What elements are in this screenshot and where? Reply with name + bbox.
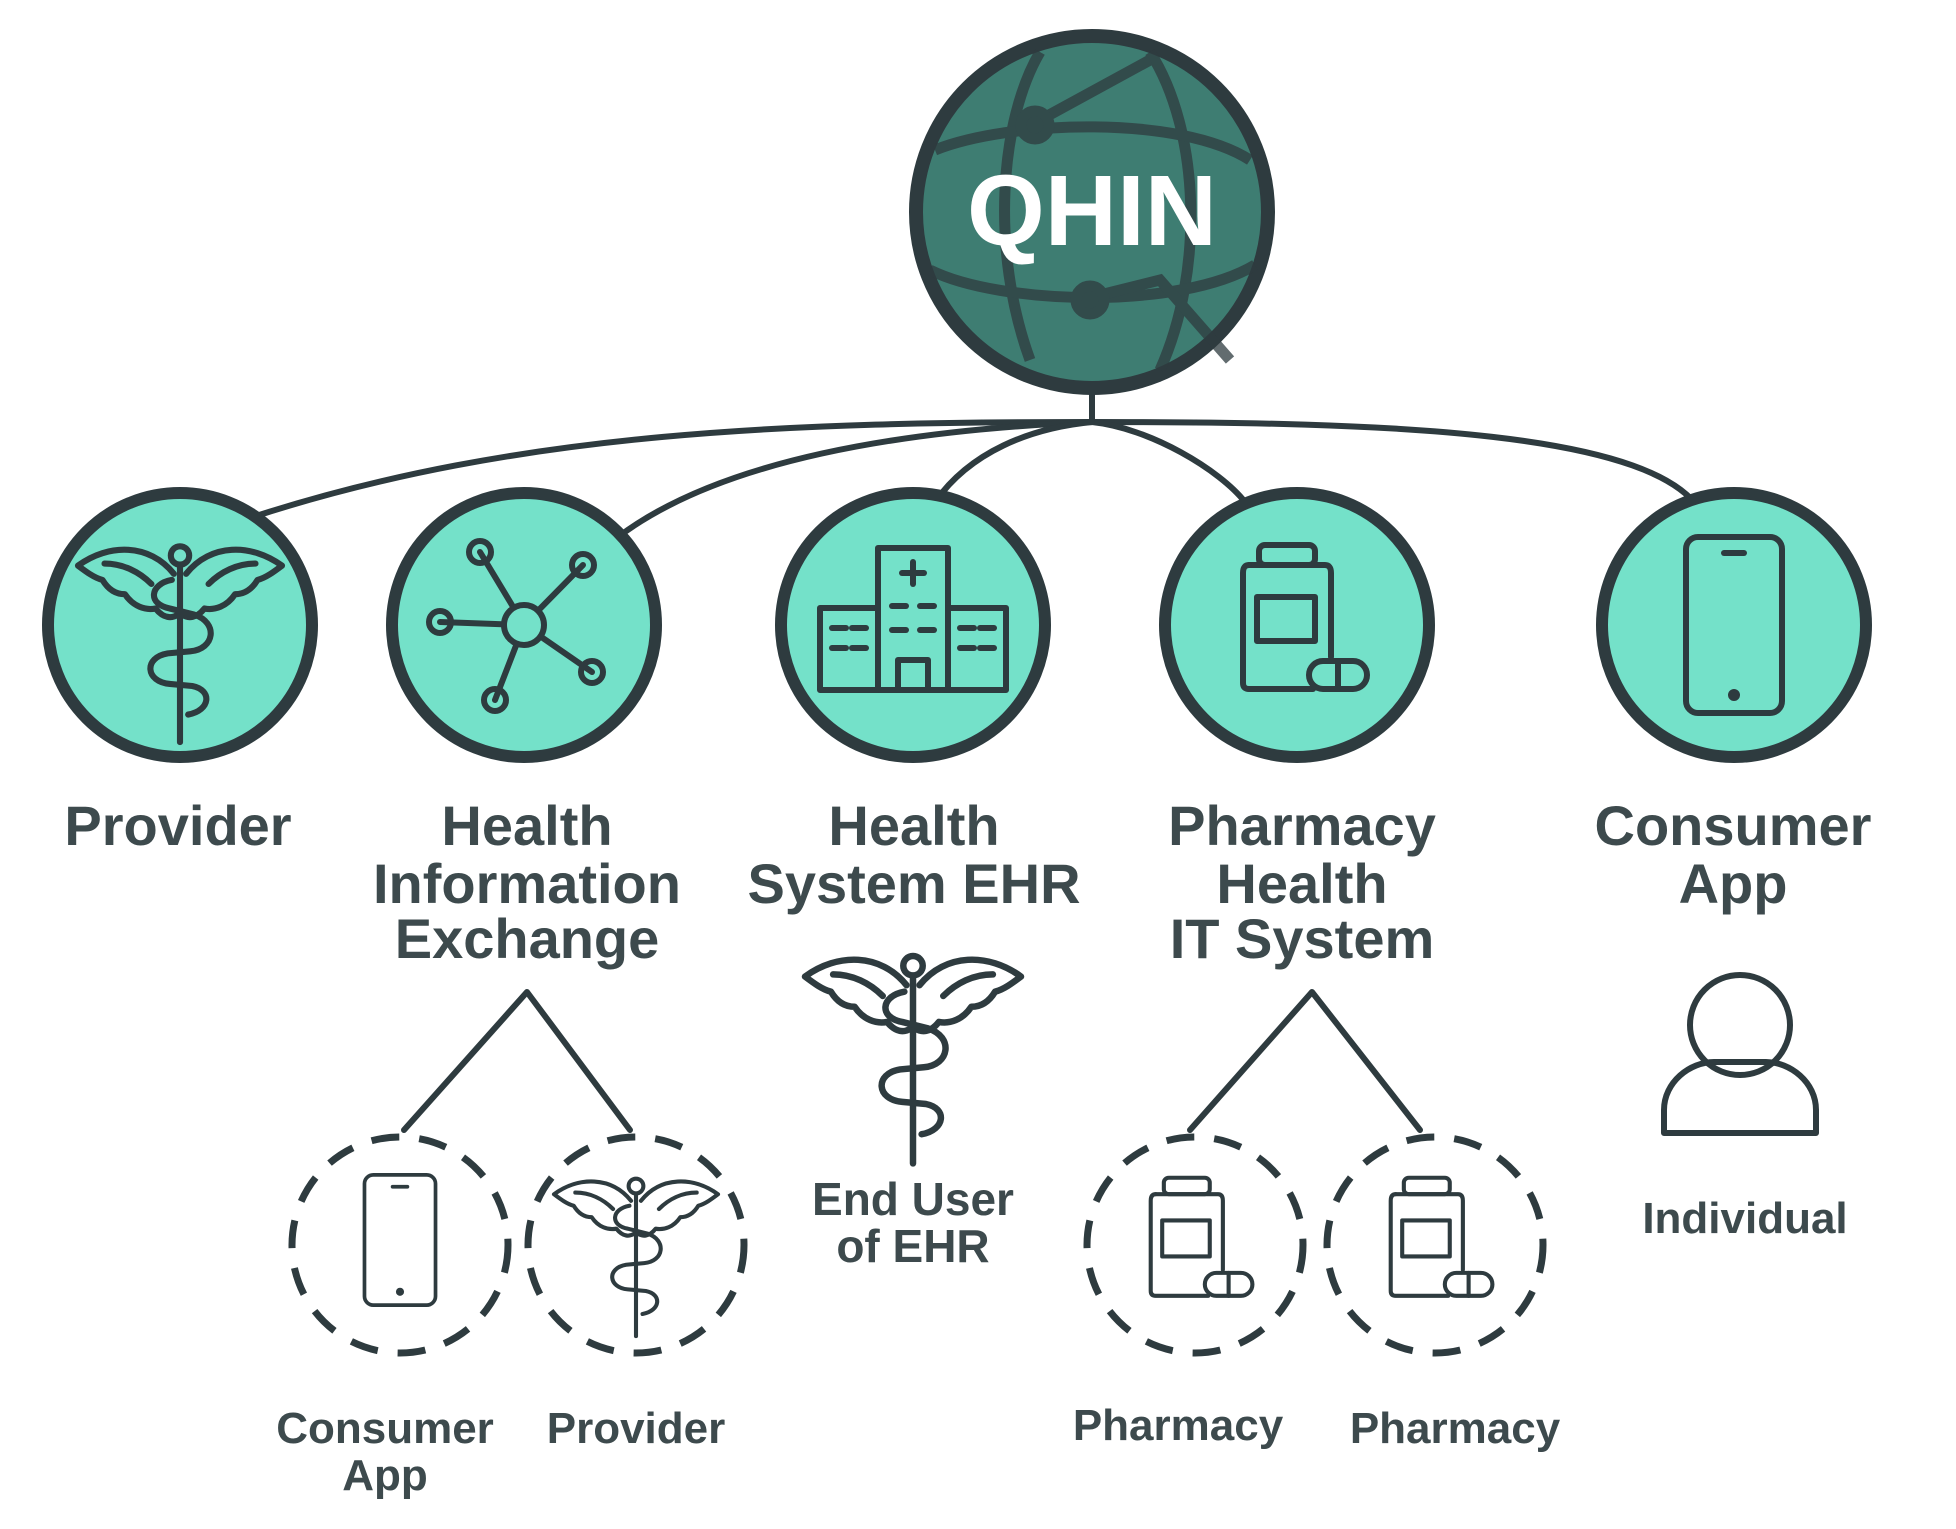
participant-hie[interactable]	[386, 487, 662, 763]
pill-bottle-icon	[1151, 1178, 1253, 1296]
participant-provider[interactable]	[42, 487, 318, 763]
hie-branch-lines	[401, 989, 633, 1133]
label-pharmacy-it-2: Health	[1216, 852, 1387, 915]
label-pharmacy-it-1: Pharmacy	[1168, 794, 1436, 857]
participant-labels: Provider Health Information Exchange Hea…	[64, 794, 1871, 970]
ehr-end-user[interactable]	[805, 956, 1021, 1163]
pill-bottle-icon	[1391, 1178, 1493, 1296]
qhin-hub[interactable]: QHIN	[909, 29, 1275, 395]
label-individual: Individual	[1642, 1194, 1847, 1243]
caduceus-icon	[554, 1179, 718, 1336]
label-hie-3: Exchange	[395, 907, 660, 970]
label-hie-1: Health	[441, 794, 612, 857]
pharmacy-child-1[interactable]	[1083, 1133, 1307, 1357]
label-ehr-2: System EHR	[747, 852, 1080, 915]
hub-label: QHIN	[967, 155, 1217, 267]
person-icon	[1661, 972, 1819, 1136]
label-ehr-end-user-2: of EHR	[836, 1220, 989, 1272]
connectors	[250, 377, 1707, 540]
label-hie-child-consumer-2: App	[342, 1451, 428, 1500]
network-hub-icon	[426, 538, 606, 714]
label-ehr-1: Health	[828, 794, 999, 857]
label-pharmacy-it-3: IT System	[1170, 907, 1435, 970]
label-provider: Provider	[64, 794, 291, 857]
center-arc	[932, 419, 1095, 505]
label-ehr-end-user-1: End User	[812, 1173, 1014, 1225]
hospital-icon	[817, 545, 1009, 693]
label-hie-child-provider: Provider	[547, 1404, 726, 1453]
inner-arc	[615, 419, 1248, 540]
participant-ehr[interactable]	[775, 487, 1051, 763]
participant-consumer-app[interactable]	[1596, 487, 1872, 763]
label-consumer-app-2: App	[1679, 852, 1788, 915]
label-pharmacy-child-1: Pharmacy	[1073, 1401, 1284, 1450]
pharmacy-branch-lines	[1187, 989, 1423, 1133]
pharmacy-child-2[interactable]	[1323, 1133, 1547, 1357]
globe-network-icon	[927, 49, 1258, 373]
individual[interactable]	[1661, 972, 1819, 1136]
participant-pharmacy-it[interactable]	[1159, 487, 1435, 763]
label-hie-child-consumer-1: Consumer	[276, 1404, 494, 1453]
smartphone-icon	[362, 1173, 438, 1307]
label-consumer-app-1: Consumer	[1595, 794, 1872, 857]
label-hie-2: Information	[373, 852, 681, 915]
caduceus-icon	[805, 956, 1021, 1163]
label-pharmacy-child-2: Pharmacy	[1350, 1404, 1561, 1453]
hie-child-consumer-app[interactable]	[288, 1133, 512, 1357]
hie-child-provider[interactable]	[524, 1133, 748, 1357]
